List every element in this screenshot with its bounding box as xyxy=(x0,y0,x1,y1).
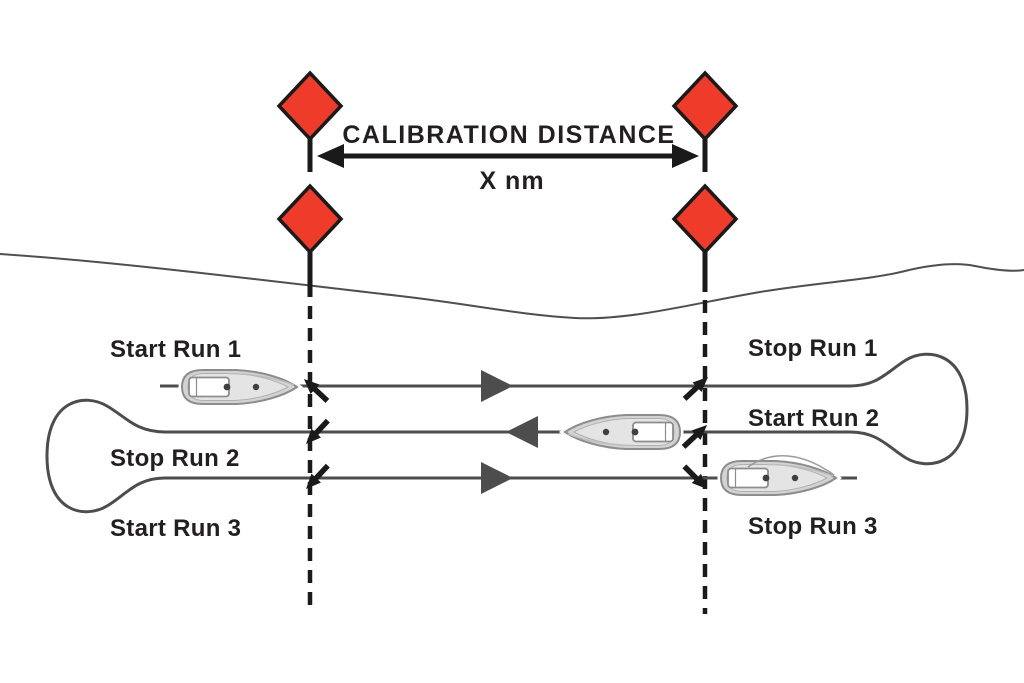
range-marker-diamond-icon xyxy=(276,70,344,142)
run2-sailboat-icon xyxy=(565,415,680,449)
calibration-distance-label: CALIBRATION DISTANCE xyxy=(342,121,675,149)
stop-run-3-label: Stop Run 3 xyxy=(748,513,878,540)
start-run-2-label: Start Run 2 xyxy=(748,405,879,432)
range-marker-diamond-icon xyxy=(671,183,739,255)
distance-value-label: X nm xyxy=(479,167,544,195)
run1-direction-arrow-icon xyxy=(481,370,513,402)
arrowhead-right-icon xyxy=(672,144,699,168)
run3-boat-boom-line xyxy=(747,455,835,476)
shoreline xyxy=(0,253,1024,320)
start-run-1-label: Start Run 1 xyxy=(110,336,241,363)
start-run-1-pointer-arrow-icon xyxy=(300,374,332,405)
range-marker-diamond-icon xyxy=(671,70,739,142)
run2-direction-arrow-icon xyxy=(506,416,538,448)
range-marker-diamond-icon xyxy=(276,183,344,255)
start-run-3-label: Start Run 3 xyxy=(110,515,241,542)
calibration-distance-arrow xyxy=(317,144,699,168)
stop-run-1-pointer-arrow-icon xyxy=(680,372,712,403)
stop-run-2-label: Stop Run 2 xyxy=(110,445,240,472)
run1-sailboat-icon xyxy=(182,370,297,404)
arrowhead-left-icon xyxy=(317,144,344,168)
stop-run-1-label: Stop Run 1 xyxy=(748,335,878,362)
run3-direction-arrow-icon xyxy=(481,462,513,494)
